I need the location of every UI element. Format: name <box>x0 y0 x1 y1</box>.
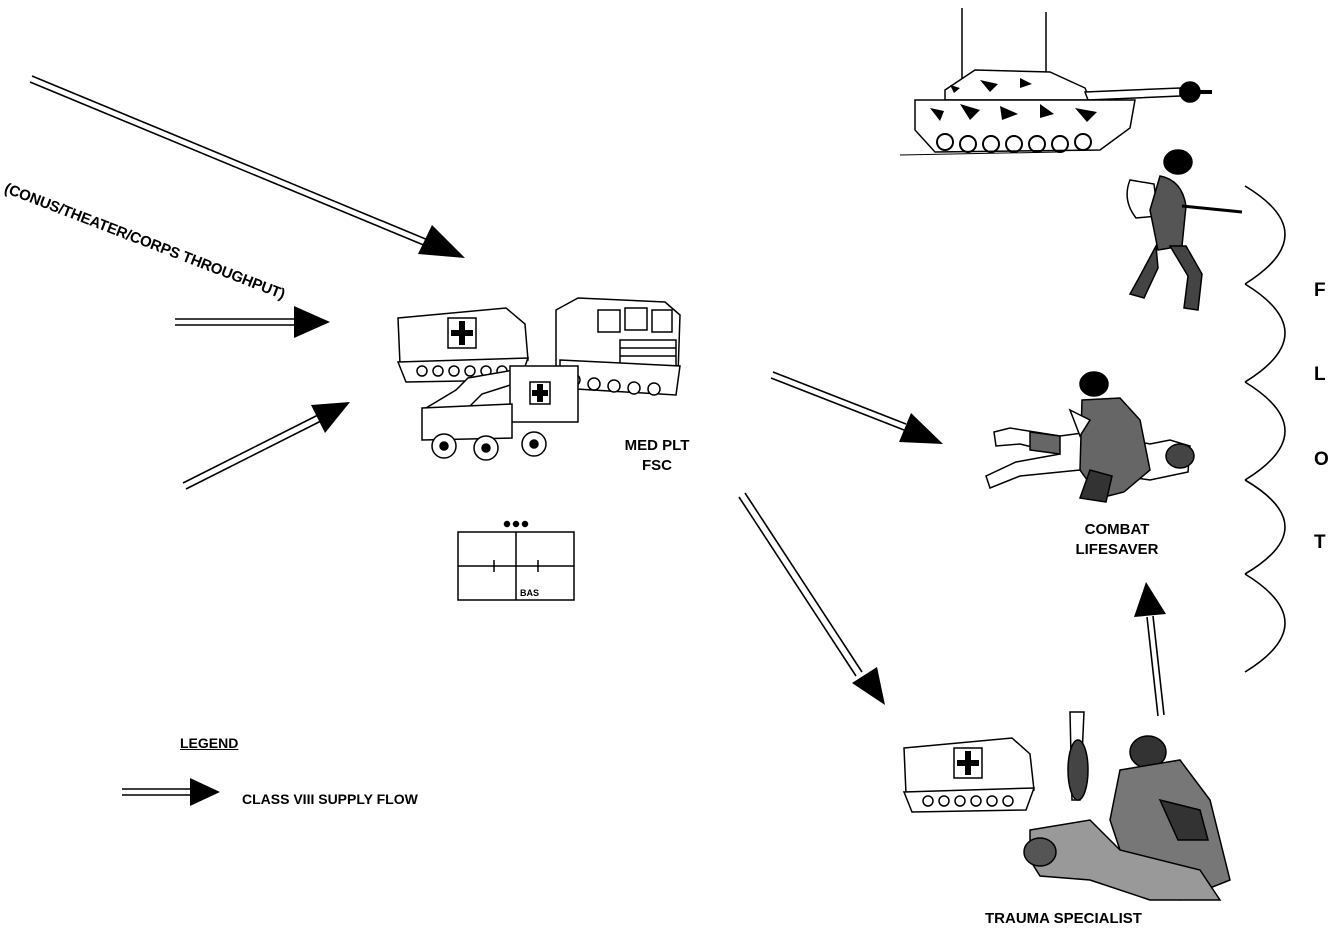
rifleman-icon <box>1126 149 1243 311</box>
arrow-to-combat-lifesaver <box>770 371 943 444</box>
bas-label: BAS <box>520 588 539 598</box>
medical-platoon-line-2: FSC <box>642 457 672 474</box>
arrow-throughput-diagonal <box>29 75 465 258</box>
cargo-carrier-icon <box>555 297 681 396</box>
legend-entry-label: CLASS VIII SUPPLY FLOW <box>242 791 418 807</box>
medical-platoon-line-1: MED PLT <box>624 437 690 454</box>
arrow-trauma-to-lifesaver <box>1134 582 1166 717</box>
tank-icon <box>899 8 1212 156</box>
tracked-ambulance-trauma-icon <box>902 737 1036 813</box>
trauma-specialist-label: TRAUMA SPECIALIST <box>985 910 1142 927</box>
arrow-throughput-lower <box>182 402 350 490</box>
flot-letter-o: O <box>1314 449 1329 470</box>
flot-line <box>1244 185 1286 673</box>
supply-flow-arrows <box>29 75 1166 806</box>
combat-lifesaver-line-2: LIFESAVER <box>1075 541 1159 558</box>
legend-arrow-icon <box>122 778 220 806</box>
combat-lifesaver-label: COMBAT LIFESAVER <box>1062 520 1172 560</box>
arrow-to-trauma-specialist <box>738 492 885 705</box>
flot-letter-t: T <box>1314 532 1326 553</box>
trauma-team-icon <box>1023 711 1231 901</box>
bas-unit-symbol-icon <box>457 520 575 601</box>
flot-letter-l: L <box>1314 364 1326 385</box>
legend-title: LEGEND <box>180 735 239 751</box>
flot-letter-f: F <box>1314 280 1326 301</box>
medical-platoon-label: MED PLT FSC <box>612 436 702 476</box>
medic-treating-casualty-icon <box>985 371 1195 503</box>
humvee-ambulance-icon <box>421 365 579 461</box>
arrow-throughput-horizontal <box>175 306 330 338</box>
combat-lifesaver-line-1: COMBAT <box>1084 521 1150 538</box>
